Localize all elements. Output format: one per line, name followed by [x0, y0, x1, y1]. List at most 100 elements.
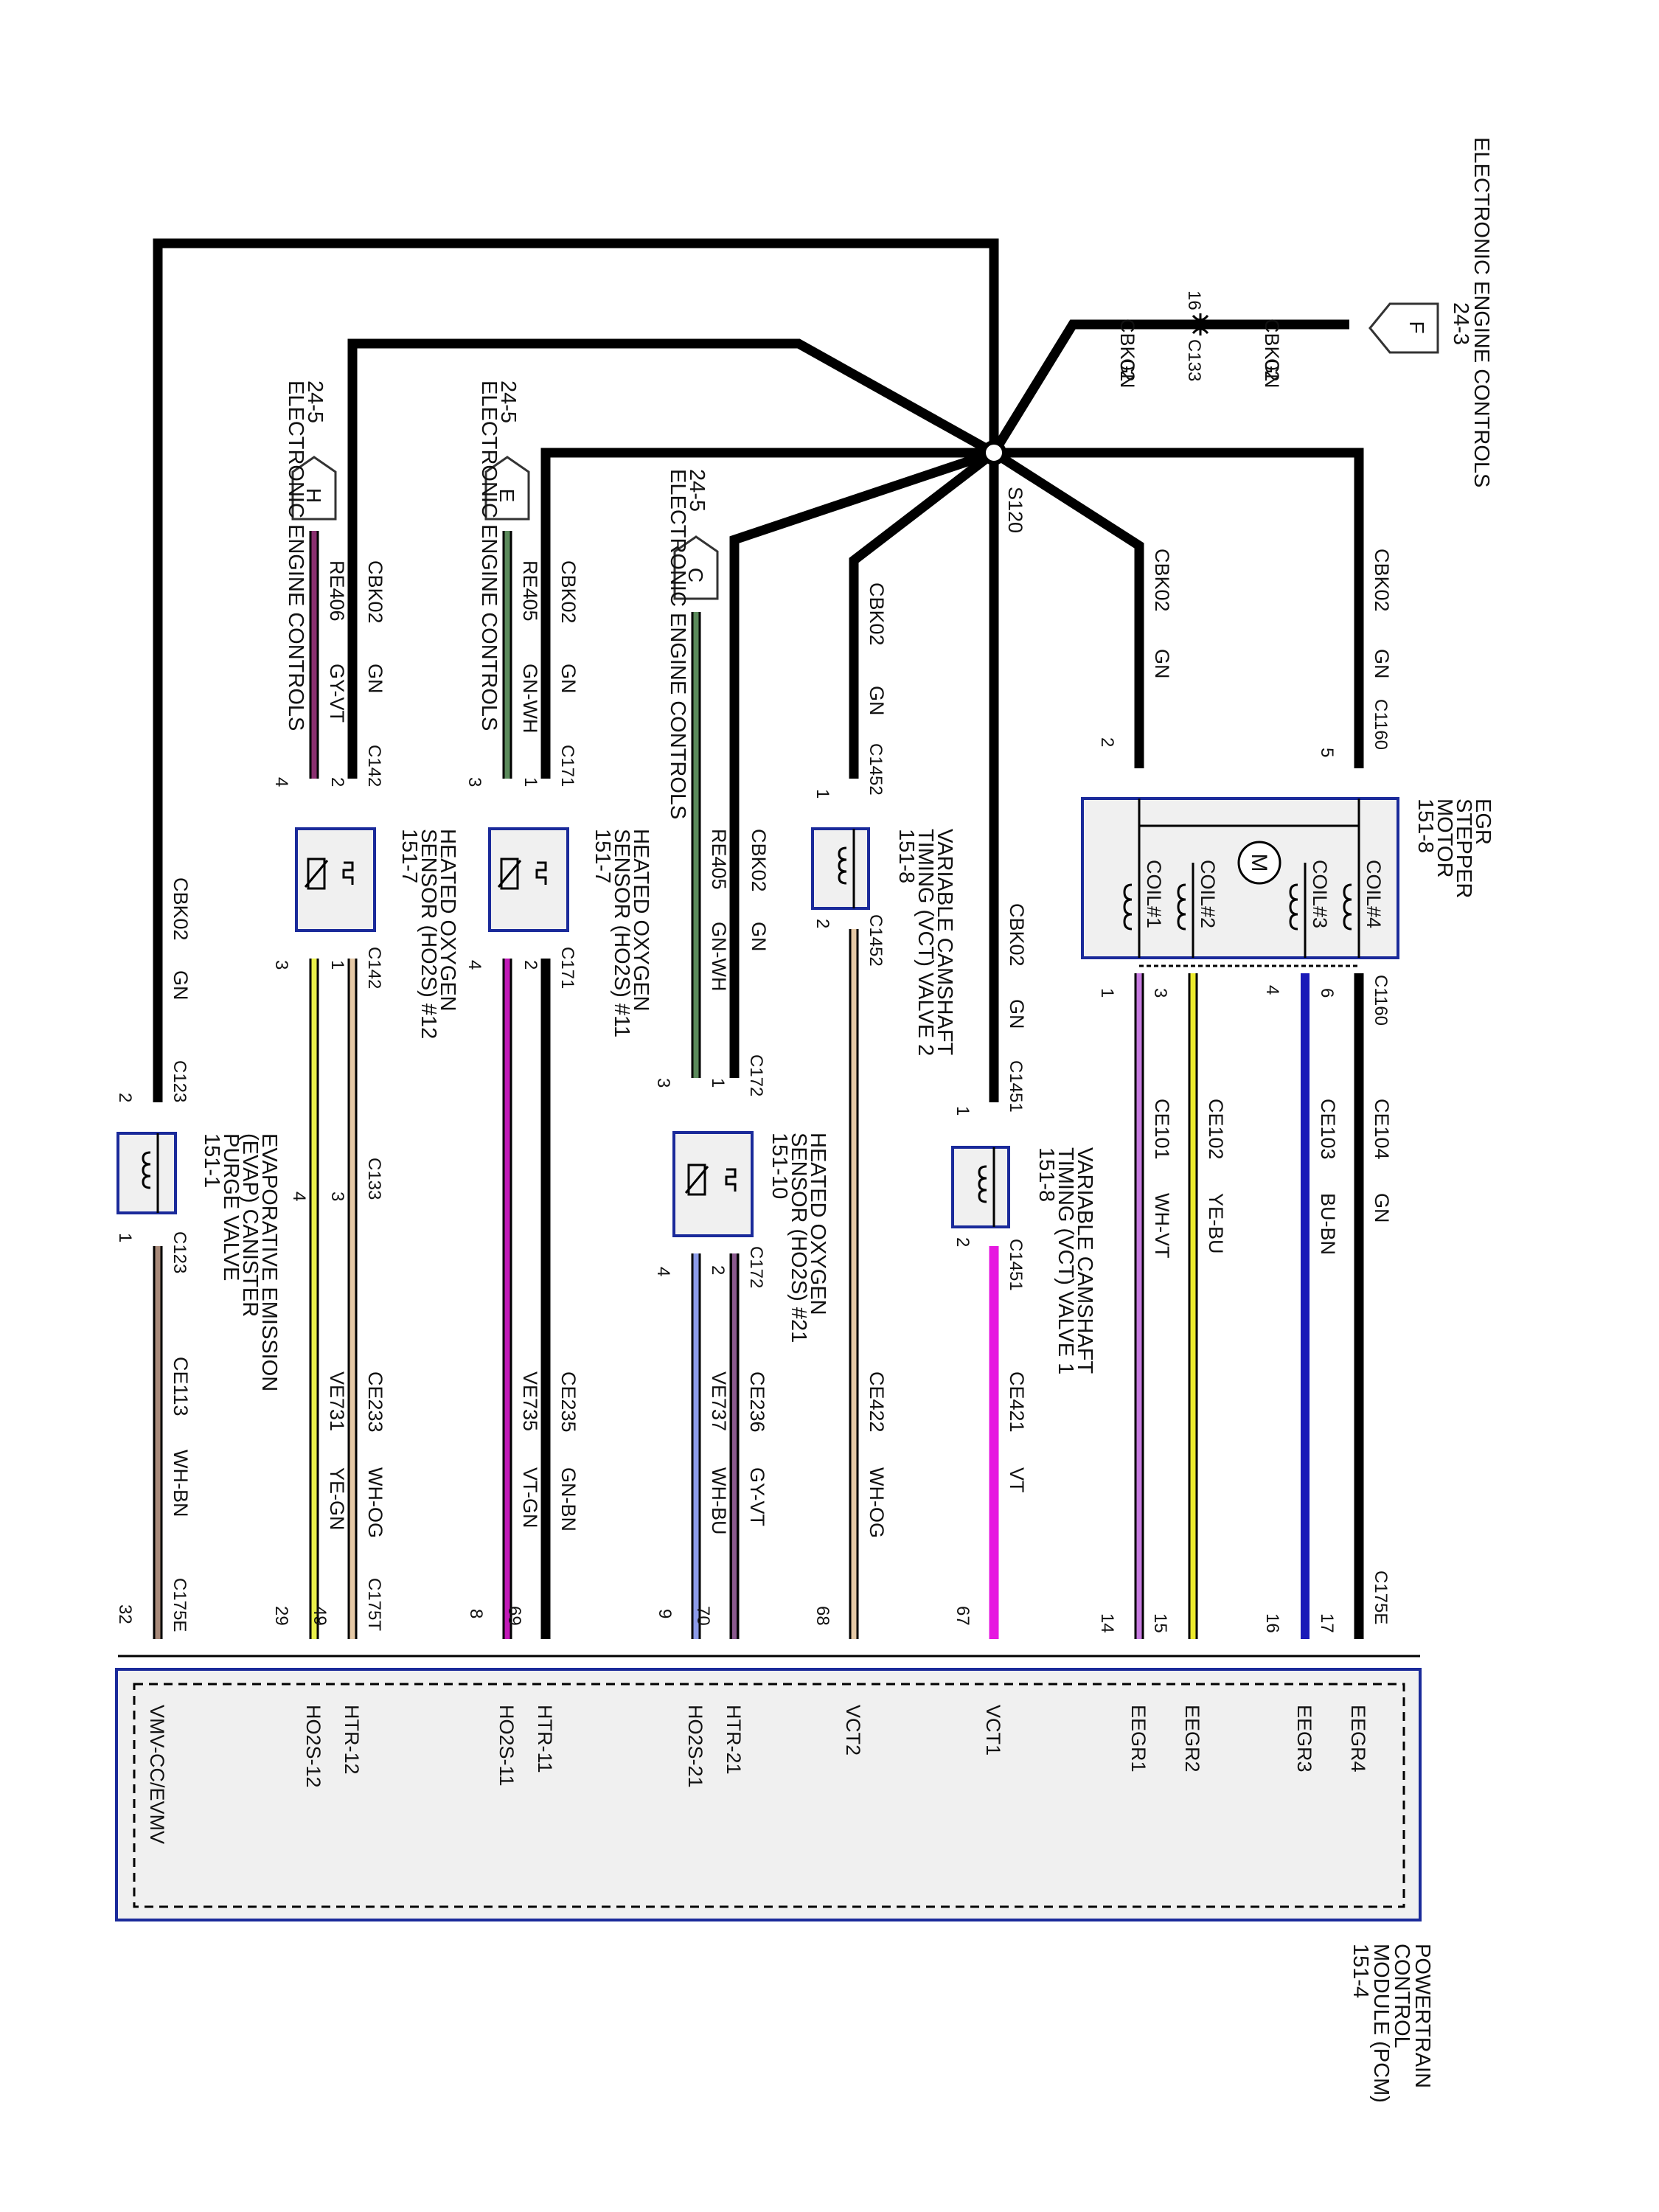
label-signal-wires-ce421-col: VT [1006, 1467, 1028, 1493]
label-connectors-c123-top: C123 [170, 1060, 189, 1102]
ho21-title-3: 151-10 [768, 1133, 791, 1199]
splice-s120 [981, 440, 1006, 465]
label-ground-wires-egr2-circ: CBK02 [1151, 549, 1173, 612]
label-ground-wires-egr5-col: GN [1371, 649, 1393, 679]
label-signal-wires-ce101-col: WH-VT [1151, 1193, 1173, 1258]
pcm-pin-htr21: HTR-21 [723, 1705, 745, 1775]
label-signal-wires-ce102: CE102 [1205, 1099, 1227, 1160]
label-signal-wires-ce113-col: WH-BN [170, 1450, 192, 1517]
label-pins-c123-b: 1 [115, 1233, 135, 1242]
label-connectors-c175e-r: C175E [1371, 1571, 1391, 1624]
label-connectors-c175e-l: C175E [170, 1578, 189, 1632]
ho2s-12: HEATED OXYGEN SENSOR (HO2S) #12 151-7 [295, 827, 459, 1039]
ho2s-11: HEATED OXYGEN SENSOR (HO2S) #11 151-7 [488, 827, 653, 1037]
label-ground-wires-vct2-col: GN [866, 686, 888, 716]
egr-coil-3: COIL#3 [1309, 860, 1331, 928]
label-headers-eec-top-1: ELECTRONIC ENGINE CONTROLS [1470, 137, 1493, 487]
connector-arrow-c-label: C [684, 568, 707, 582]
label-pins-c142-b1: 1 [327, 960, 347, 970]
pcm-pin-ho2s11: HO2S-11 [495, 1705, 518, 1787]
label-pins-pcm-68: 68 [813, 1606, 832, 1626]
label-signal-wires-ve737-col: WH-BU [708, 1467, 730, 1534]
label-ground-wires-h-circ: CBK02 [364, 560, 386, 624]
label-pins-pcm-16: 16 [1262, 1613, 1282, 1633]
egr-coil-2: COIL#2 [1197, 860, 1219, 928]
label-headers-eec-top-2: 24-3 [1449, 302, 1472, 345]
vct2-title-3: 151-8 [894, 829, 918, 883]
vct2-title-1: VARIABLE CAMSHAFT [933, 829, 956, 1056]
label-connectors-c142-bot: C142 [364, 947, 384, 989]
label-pins-egr-b6: 6 [1317, 988, 1337, 998]
label-ground-wires-vct1-col: GN [1006, 999, 1028, 1029]
label-signal-wires-ce113: CE113 [170, 1357, 192, 1416]
label-sensor-wires-re405a: RE405 [519, 560, 541, 622]
label-headers-eec-c-2: ELECTRONIC ENGINE CONTROLS [666, 469, 689, 819]
egr-coil-1: COIL#1 [1143, 860, 1165, 928]
label-ground-wires-egr2-col: GN [1151, 649, 1173, 679]
label-headers-eec-c-1: 24-5 [685, 469, 709, 512]
label-pins-c171-b2: 2 [521, 960, 540, 970]
label-ground-wires-egr5-circ: CBK02 [1371, 549, 1393, 612]
label-pins-pcm-69: 69 [504, 1606, 524, 1626]
connector-arrow-c [673, 535, 719, 600]
ho21-title-2: SENSOR (HO2S) #21 [787, 1133, 810, 1343]
pcm-pin-vct2: VCT2 [842, 1705, 864, 1756]
label-ground-wires-h-col: GN [364, 664, 386, 694]
label-pins-egr-t5: 5 [1317, 748, 1337, 757]
egr-title-3: MOTOR [1433, 799, 1456, 877]
egr-coil-4: COIL#4 [1363, 860, 1385, 928]
label-pins-pcm-67: 67 [953, 1606, 973, 1626]
label-connectors-c171-bot: C171 [557, 947, 577, 989]
label-pins-vct1-b: 2 [953, 1237, 973, 1247]
egr-title-2: STEPPER [1452, 799, 1475, 898]
egr-box [1081, 797, 1399, 959]
label-signal-wires-ce102-col: YE-BU [1205, 1193, 1227, 1254]
label-sensor-wires-re406: RE406 [326, 560, 348, 622]
label-headers-eec-e-2: ELECTRONIC ENGINE CONTROLS [477, 380, 501, 731]
label-signal-wires-ce101: CE101 [1151, 1099, 1173, 1160]
label-connectors-c1160-top: C1160 [1371, 699, 1391, 750]
vct2-title-2: TIMING (VCT) VALVE 2 [914, 829, 937, 1056]
splice-s120-label: S120 [1004, 487, 1026, 533]
connector-arrow-f [1368, 302, 1439, 354]
label-headers-eec-e-1: 24-5 [496, 380, 520, 423]
label-ground-wires-e-circ: CBK02 [557, 560, 580, 624]
label-pins-pcm-17: 17 [1317, 1613, 1337, 1633]
label-pins-pcm-29: 29 [271, 1606, 291, 1626]
label-headers-eec-h-1: 24-5 [303, 380, 327, 423]
label-connectors-c175t: C175T [364, 1578, 384, 1631]
evap-purge-valve: EVAPORATIVE EMISSION (EVAP) CANISTER PUR… [116, 1132, 281, 1391]
pcm-pin-vct1: VCT1 [982, 1705, 1004, 1756]
ho2s-21: HEATED OXYGEN SENSOR (HO2S) #21 151-10 [672, 1131, 830, 1343]
label-feed-color-r: GN [1261, 358, 1283, 389]
pcm-pin-eegr3: EEGR3 [1293, 1705, 1315, 1773]
label-ground-wires-e-col: GN [557, 664, 580, 694]
label-signal-wires-ce104: CE104 [1371, 1099, 1393, 1160]
label-pins-vct2-b: 2 [813, 919, 832, 928]
label-signal-wires-ce103: CE103 [1317, 1099, 1339, 1160]
label-sensor-wires-re405a-col: GN-WH [519, 664, 541, 733]
label-pins-egr-b1: 1 [1097, 988, 1117, 998]
label-connectors-c171-top: C171 [557, 745, 577, 787]
egr-title-4: 151-8 [1413, 799, 1437, 853]
label-signal-wires-ce236-col: GY-VT [746, 1467, 768, 1526]
pcm-pin-ho2s21: HO2S-21 [684, 1705, 706, 1788]
label-layer: ELECTRONIC ENGINE CONTROLS24-324-5ELECTR… [115, 137, 1493, 1633]
label-connectors-c1451-top: C1451 [1006, 1060, 1026, 1113]
label-feed-pin: 16 [1184, 291, 1204, 310]
egr-title-1: EGR [1471, 799, 1495, 845]
pcm-pin-htr11: HTR-11 [534, 1705, 556, 1773]
ho11-title-3: 151-7 [591, 829, 614, 883]
signal-wires [153, 531, 1310, 1639]
label-pins-c133-3: 3 [327, 1192, 347, 1201]
label-signal-wires-ce422-col: WH-OG [866, 1467, 888, 1538]
evap-title-1: EVAPORATIVE EMISSION [257, 1133, 281, 1391]
label-sensor-wires-re405b-col: GN-WH [708, 922, 730, 991]
label-ground-wires-evap-col: GN [170, 970, 192, 1001]
label-pins-egr-b4: 4 [1262, 985, 1282, 995]
label-connectors-c1160-bot: C1160 [1371, 975, 1391, 1026]
label-signal-wires-ce235-col: GN-BN [557, 1467, 580, 1531]
label-pins-c123-t: 2 [115, 1093, 135, 1102]
label-signal-wires-ve735: VE735 [519, 1371, 541, 1431]
egr-stepper-motor: M COIL#1 COIL#2 COIL#3 COIL#4 EGR STEPPE… [1081, 797, 1495, 967]
